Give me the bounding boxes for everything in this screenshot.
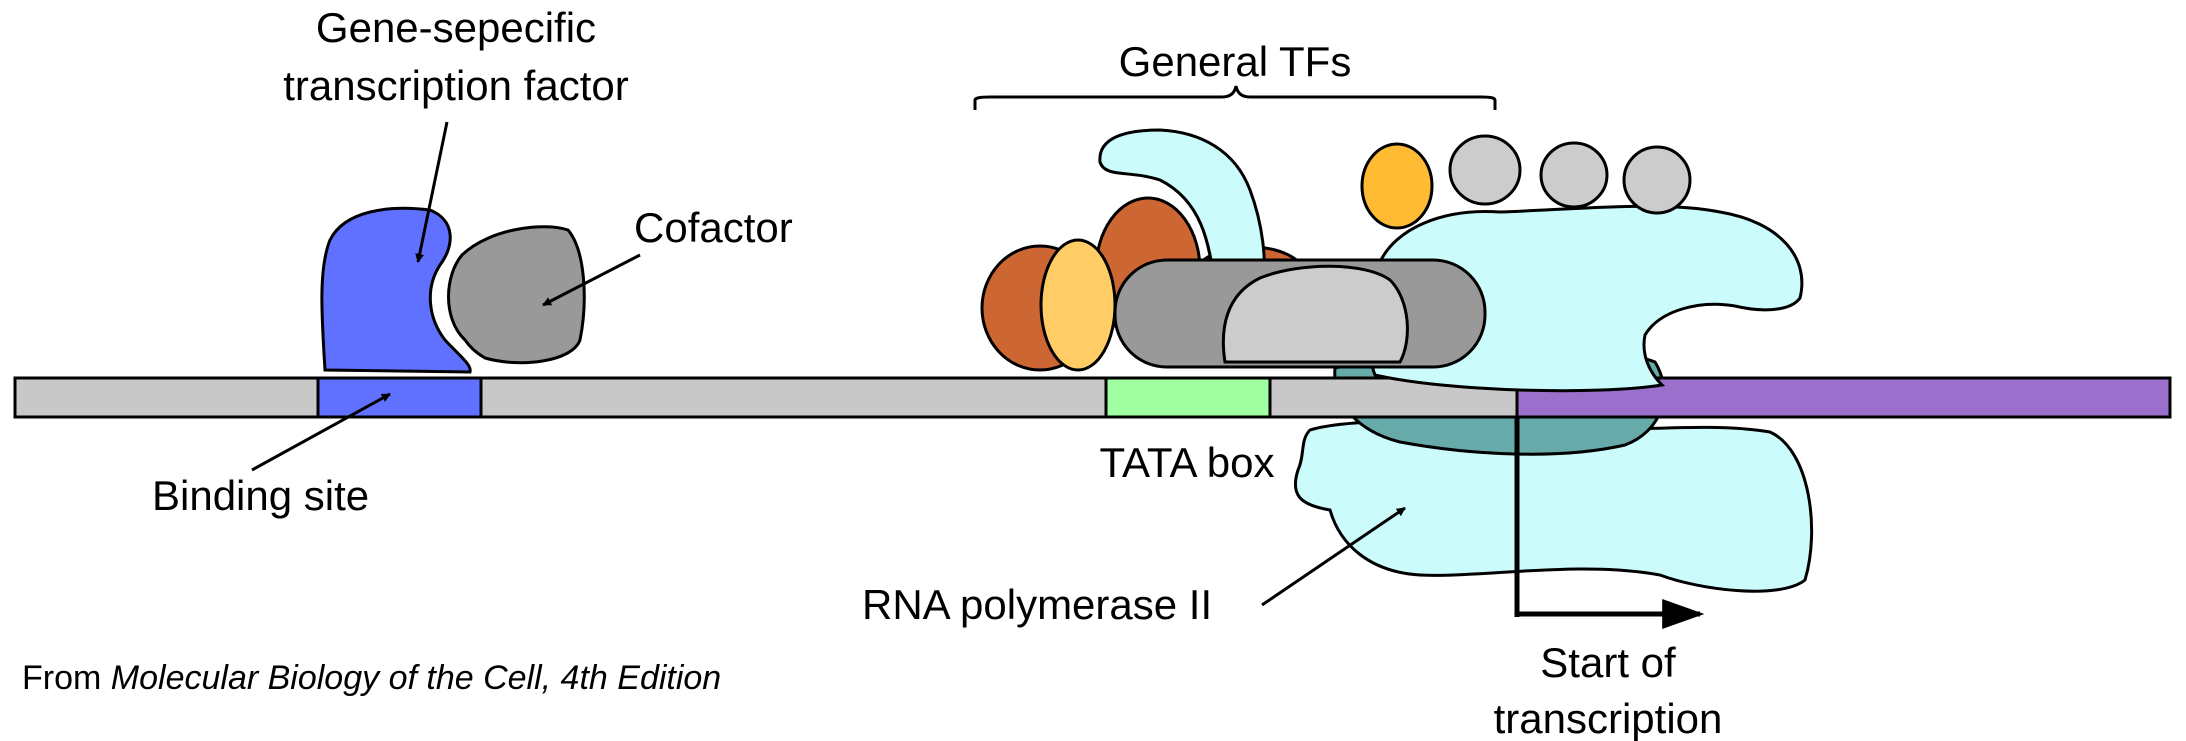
start-of-transcription-label-line2: transcription [1494, 695, 1723, 741]
general-tf-gray-circle-2 [1539, 141, 1609, 209]
cofactor-pointer-arrow [542, 253, 641, 307]
gene-tf-pointer-arrow [415, 121, 449, 263]
general-tfs-label: General TFs [1119, 38, 1352, 85]
cofactor-shape [447, 225, 586, 365]
source-credit-prefix: From [22, 659, 111, 697]
general-tf-light-orange [1039, 238, 1117, 372]
binding-site-label: Binding site [152, 472, 369, 519]
binding-site-pointer-arrow [251, 392, 391, 472]
tata-box-segment [1104, 376, 1272, 419]
general-tf-light-gray [1221, 264, 1409, 364]
general-tf-gray-circle-1 [1448, 134, 1522, 206]
gene-specific-tf-label-line2: transcription factor [283, 62, 628, 109]
source-credit: From Molecular Biology of the Cell, 4th … [22, 659, 721, 697]
gene-specific-tf-label-line1: Gene-sepecific [316, 4, 596, 51]
general-tfs-bracket [973, 85, 1497, 110]
general-tf-gray-circle-3 [1622, 145, 1692, 215]
rna-polymerase-pointer-arrow [1261, 506, 1406, 607]
transcription-start-arrow [1514, 417, 1705, 629]
general-tf-light-blue-arm [1098, 128, 1266, 294]
general-tfs-cluster [980, 128, 1804, 393]
general-tf-yellow [1360, 142, 1434, 230]
start-of-transcription-label-line1: Start of [1540, 639, 1676, 686]
binding-site-segment [316, 376, 483, 419]
cofactor-label: Cofactor [634, 204, 793, 251]
gene-specific-transcription-factor [320, 206, 472, 374]
rna-polymerase-label: RNA polymerase II [862, 581, 1212, 628]
source-credit-title: Molecular Biology of the Cell, 4th Editi… [111, 659, 721, 697]
dna-strand [13, 376, 2172, 419]
tata-box-label: TATA box [1099, 439, 1274, 486]
